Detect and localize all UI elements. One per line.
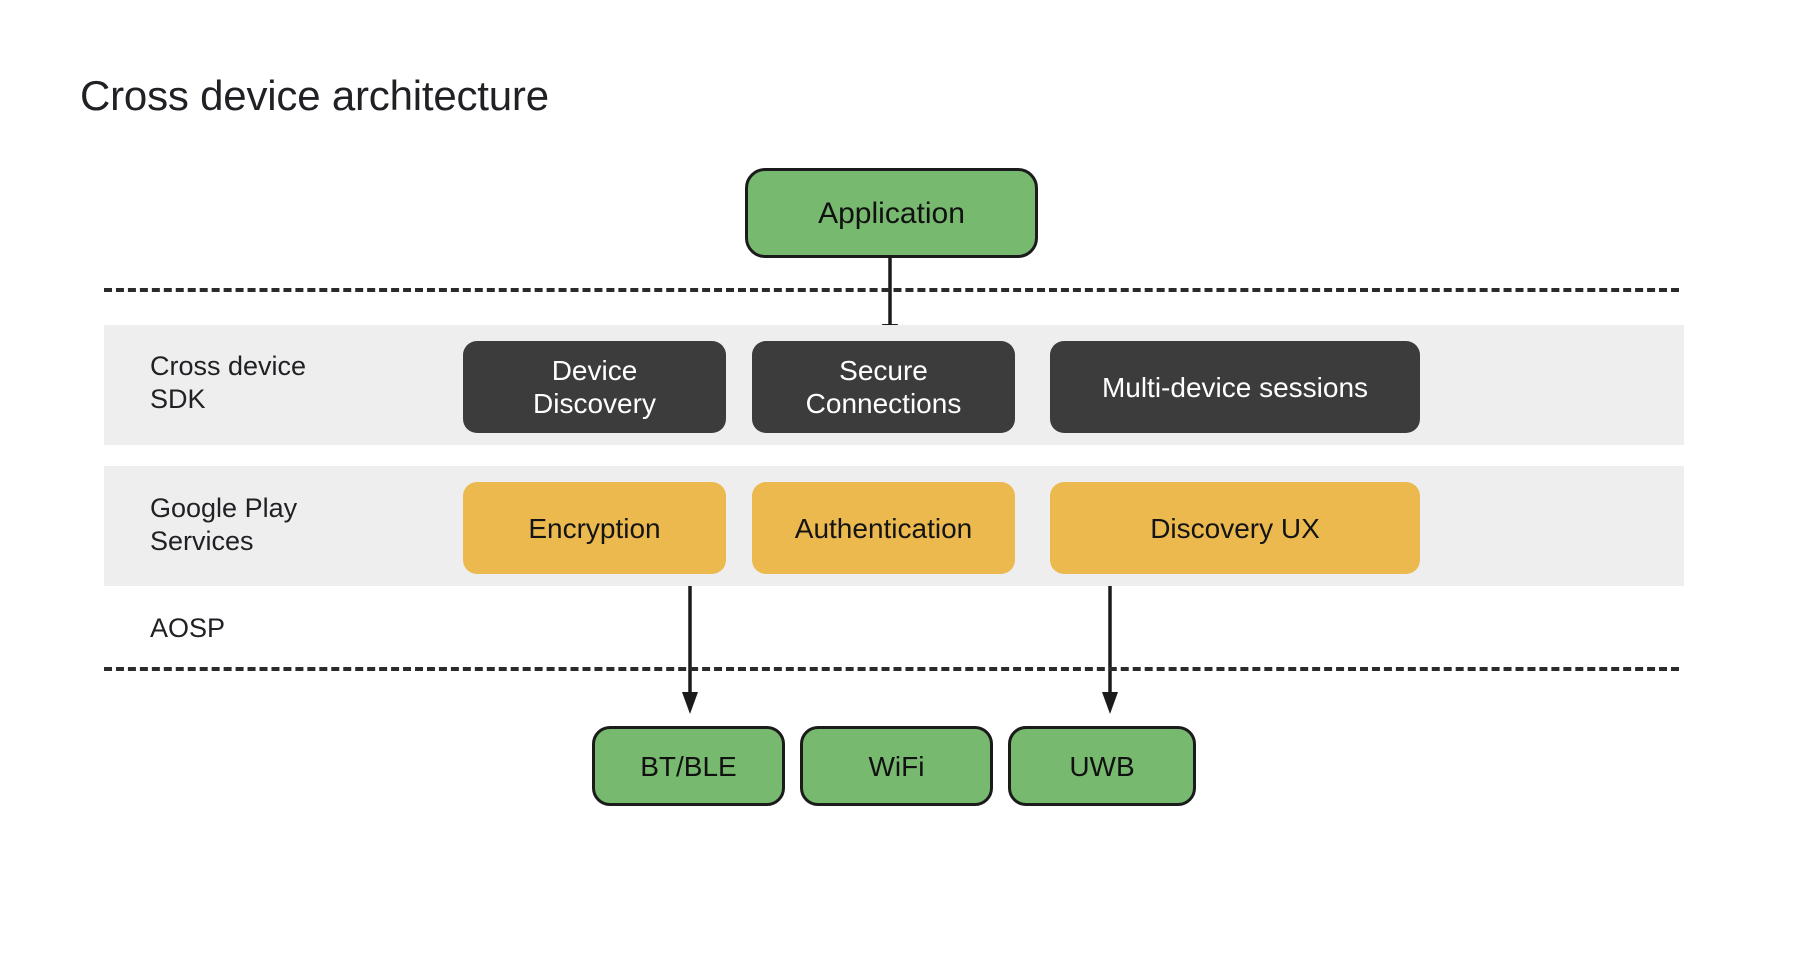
node-wifi[interactable]: WiFi	[800, 726, 993, 806]
divider-above-sdk	[104, 288, 1679, 292]
node-authentication[interactable]: Authentication	[752, 482, 1015, 574]
node-uwb[interactable]: UWB	[1008, 726, 1196, 806]
layer-label-aosp: AOSP	[150, 613, 226, 643]
node-multi-device-sessions[interactable]: Multi-device sessions	[1050, 341, 1420, 433]
divider-below-aosp	[104, 667, 1679, 671]
arrow-aosp-to-bt-ble	[682, 586, 698, 714]
node-application[interactable]: Application	[745, 168, 1038, 258]
arrow-aosp-to-uwb	[1102, 586, 1118, 714]
page-title: Cross device architecture	[80, 72, 549, 119]
layer-label-cross-device-sdk: Cross device SDK	[150, 351, 307, 414]
node-discovery-ux[interactable]: Discovery UX	[1050, 482, 1420, 574]
node-bt-ble[interactable]: BT/BLE	[592, 726, 785, 806]
node-device-discovery[interactable]: Device Discovery	[463, 341, 726, 433]
node-secure-connections[interactable]: Secure Connections	[752, 341, 1015, 433]
layer-label-google-play-services: Google Play Services	[150, 493, 298, 556]
node-encryption[interactable]: Encryption	[463, 482, 726, 574]
